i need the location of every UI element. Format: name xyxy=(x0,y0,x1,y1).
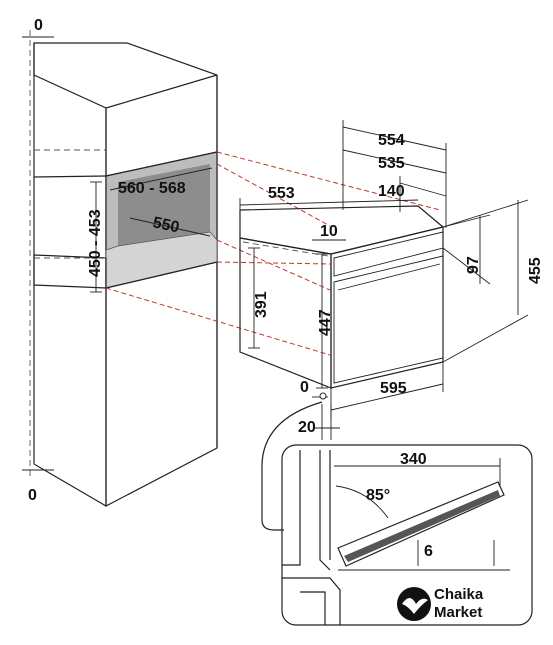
label-oven-535: 535 xyxy=(378,155,405,172)
label-oven-10: 10 xyxy=(320,223,338,240)
door-detail: 340 85° 6 xyxy=(261,401,533,626)
label-oven-447: 447 xyxy=(317,309,334,336)
label-oven-140: 140 xyxy=(378,183,405,200)
brand-name-line1: Chaika xyxy=(434,586,484,603)
label-niche-height: 450 - 453 xyxy=(87,209,104,277)
tall-cabinet xyxy=(29,30,218,507)
oven-dimensions: 554 535 140 553 10 391 447 97 455 xyxy=(239,120,544,440)
cabinet-upper xyxy=(33,42,218,177)
label-oven-553: 553 xyxy=(268,185,295,202)
oven-door-glass xyxy=(344,490,500,562)
label-door-angle: 85° xyxy=(366,487,390,504)
label-cabinet-bottom-0: 0 xyxy=(28,487,37,504)
label-oven-bottom-20: 20 xyxy=(298,419,316,436)
label-oven-bottom-0: 0 xyxy=(300,379,309,396)
cabinet-dimensions: 0 0 450 - 453 560 - 568 550 xyxy=(22,17,213,504)
label-oven-97: 97 xyxy=(465,256,482,274)
label-niche-depth: 550 xyxy=(151,214,181,236)
oven-top-face xyxy=(239,205,445,255)
label-door-340: 340 xyxy=(400,451,427,468)
label-oven-391: 391 xyxy=(253,291,270,318)
label-oven-595: 595 xyxy=(380,380,407,397)
callout-leader xyxy=(261,401,323,531)
bird-icon xyxy=(402,598,428,614)
oven-door-open xyxy=(337,481,505,567)
chaika-market-logo: Chaika Market xyxy=(397,586,484,621)
callout-frame xyxy=(281,444,533,626)
label-niche-width: 560 - 568 xyxy=(118,180,186,197)
brand-name-line2: Market xyxy=(434,604,482,621)
label-door-6: 6 xyxy=(424,543,433,560)
oven-front-panel xyxy=(330,226,444,389)
oven-unit xyxy=(239,205,445,389)
oven-door xyxy=(333,255,444,384)
label-oven-455: 455 xyxy=(527,257,544,284)
label-oven-554: 554 xyxy=(378,132,405,149)
label-cabinet-top-0: 0 xyxy=(34,17,43,34)
oven-handle xyxy=(337,263,441,291)
niche-back xyxy=(118,164,210,250)
